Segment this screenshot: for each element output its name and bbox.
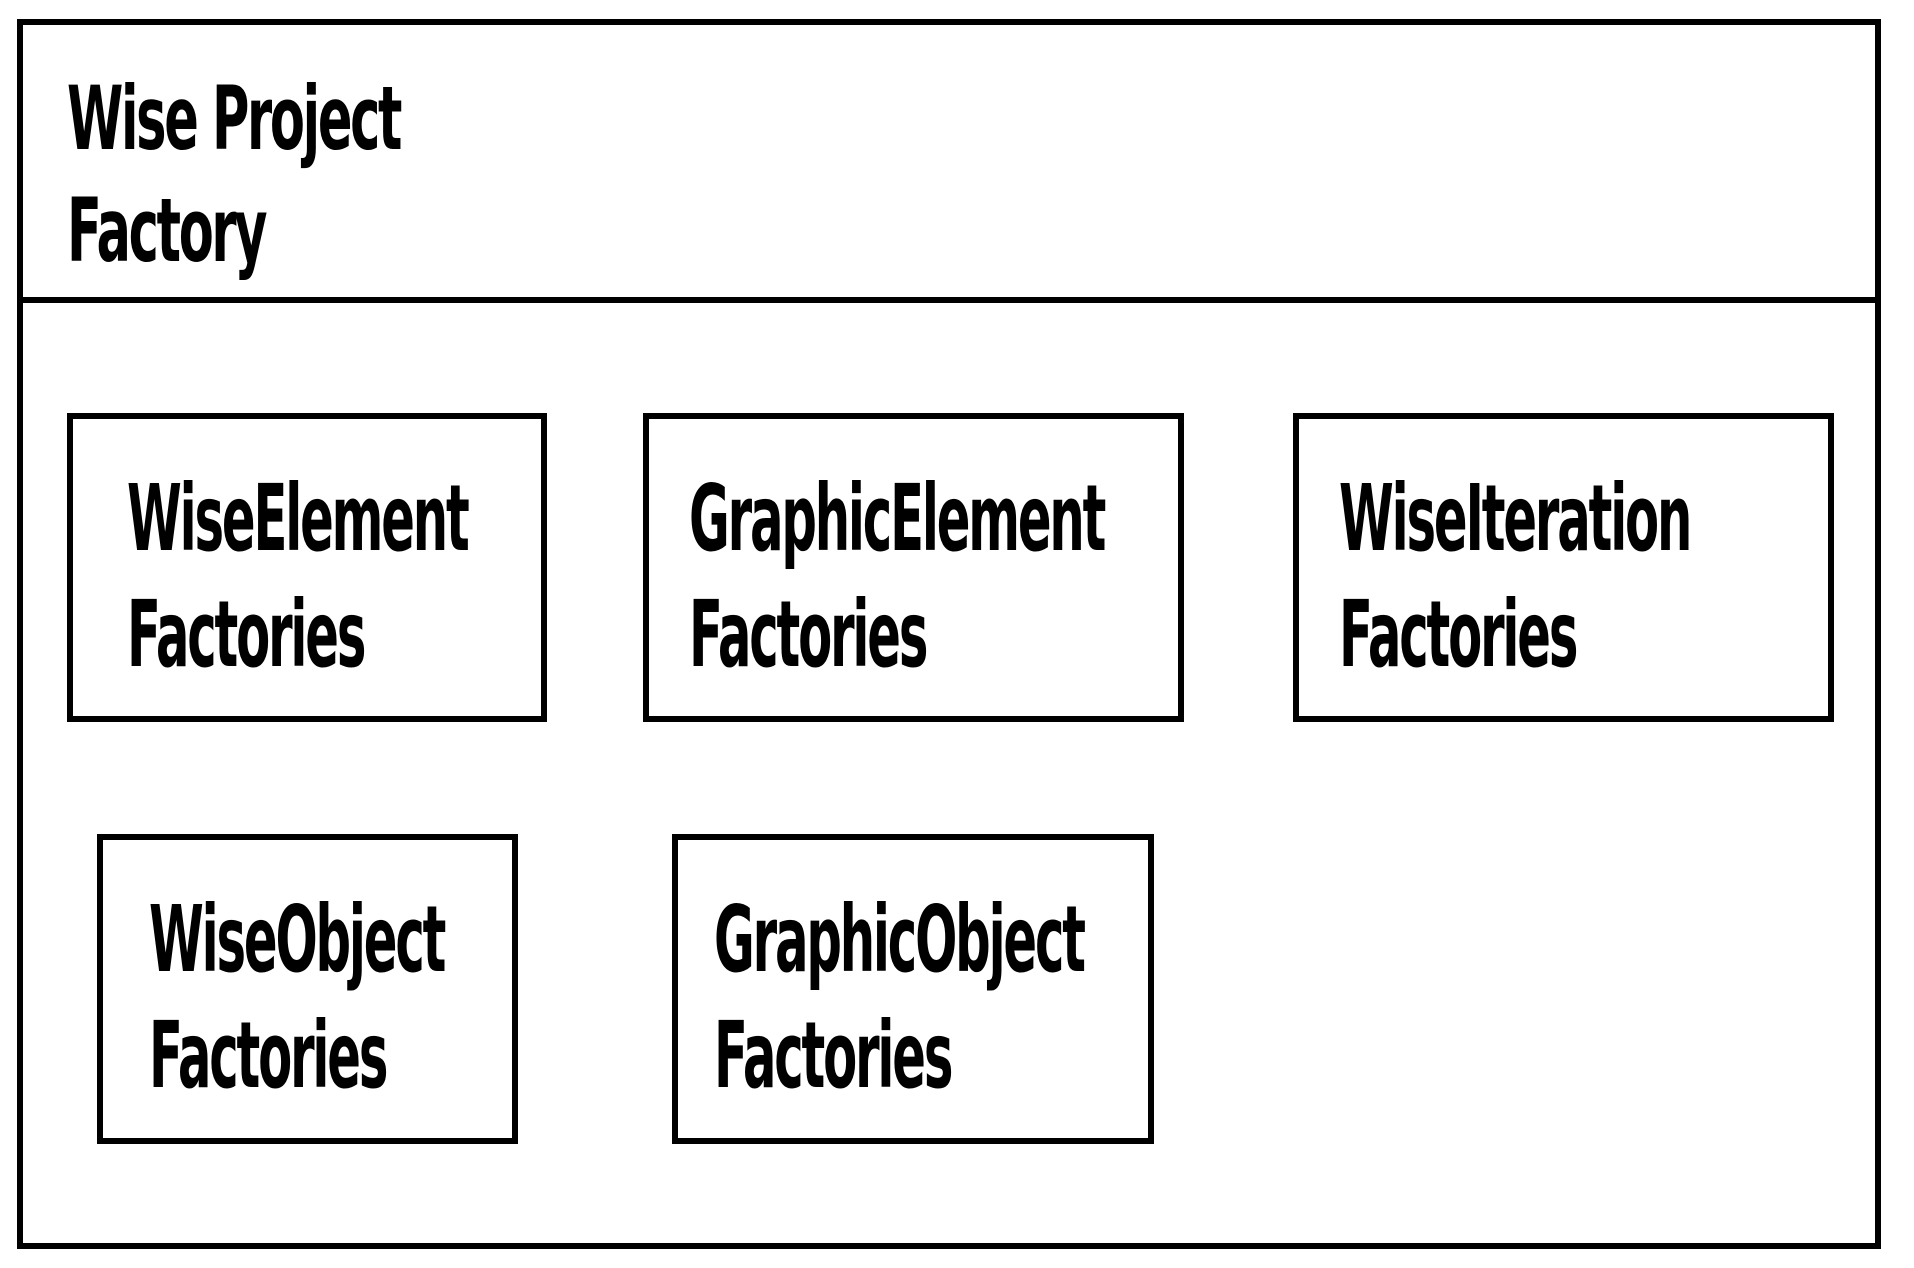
box-label-line1: GraphicObject: [714, 886, 1086, 993]
wise-project-factory-container: Wise Project Factory: [17, 19, 1881, 1249]
box-label-line2: Factories: [714, 1002, 953, 1109]
box-label: WiseIteration Factories: [1339, 461, 1692, 693]
wise-object-factories-box: WiseObject Factories: [97, 834, 518, 1144]
box-label-line2: Factories: [1339, 581, 1578, 688]
box-label-line2: Factories: [689, 581, 928, 688]
container-title-line2: Factory: [67, 179, 268, 282]
wise-element-factories-box: WiseElement Factories: [67, 413, 547, 722]
box-label-line1: WiseIteration: [1339, 465, 1692, 572]
container-title: Wise Project Factory: [67, 63, 402, 287]
wise-iteration-factories-box: WiseIteration Factories: [1293, 413, 1834, 722]
box-label-line1: WiseElement: [127, 465, 470, 572]
box-label: WiseObject Factories: [149, 882, 446, 1114]
box-label: WiseElement Factories: [127, 461, 470, 693]
box-label-line1: WiseObject: [149, 886, 446, 993]
container-header: Wise Project Factory: [23, 25, 1875, 303]
box-label-line2: Factories: [127, 581, 366, 688]
graphic-element-factories-box: GraphicElement Factories: [643, 413, 1184, 722]
box-label: GraphicObject Factories: [714, 882, 1086, 1114]
container-title-line1: Wise Project: [67, 67, 402, 170]
box-label-line1: GraphicElement: [689, 465, 1106, 572]
graphic-object-factories-box: GraphicObject Factories: [672, 834, 1154, 1144]
box-label-line2: Factories: [149, 1002, 388, 1109]
box-label: GraphicElement Factories: [689, 461, 1106, 693]
